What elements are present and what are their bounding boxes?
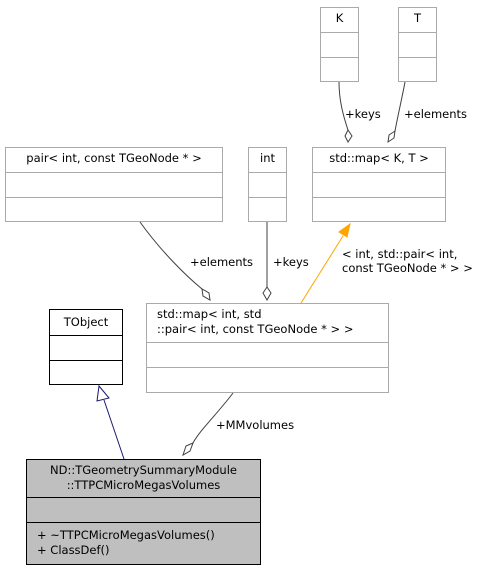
node-map-instance[interactable]: std::map< int, std ::pair< int, const TG… [146,303,389,393]
edge-inherit-tobject [96,384,125,460]
edge-mmvolumes: +MMvolumes [182,392,294,457]
node-int[interactable]: int [248,147,287,222]
node-tobject-title: TObject [63,315,109,329]
edge-int-keys: +keys [262,222,309,302]
node-k[interactable]: K [320,7,359,82]
edge-pair-elements-label: +elements [190,255,253,269]
node-main-title-line1: ND::TGeometrySummaryModule [50,463,237,477]
node-t-title: T [413,11,422,25]
node-tobject[interactable]: TObject [49,309,123,385]
edge-template-label-line1: < int, std::pair< int, [342,247,457,261]
node-main-method-classdef: + ClassDef() [37,543,110,557]
node-map-kt-title: std::map< K, T > [329,151,429,165]
node-map-kt[interactable]: std::map< K, T > [312,147,446,222]
edge-k-keys: +keys [338,81,381,143]
node-k-title: K [336,11,344,25]
node-t[interactable]: T [398,7,437,82]
node-pair[interactable]: pair< int, const TGeoNode * > [5,147,223,222]
node-main-class[interactable]: ND::TGeometrySummaryModule ::TTPCMicroMe… [26,459,261,565]
edge-t-elements: +elements [387,81,467,144]
node-pair-title: pair< int, const TGeoNode * > [26,151,201,165]
edge-int-keys-label: +keys [273,255,309,269]
node-map-instance-title-line1: std::map< int, std [157,307,262,321]
node-main-title-line2: ::TTPCMicroMegasVolumes [67,478,221,492]
edge-mmvolumes-label: +MMvolumes [216,418,294,432]
node-main-method-destructor: + ~TTPCMicroMegasVolumes() [37,528,215,542]
edge-template-label-line2: const TGeoNode * > > [342,261,473,275]
edge-pair-elements: +elements [139,221,253,301]
edge-template-instantiation: < int, std::pair< int, const TGeoNode * … [300,222,473,304]
node-map-instance-title-line2: ::pair< int, const TGeoNode * > > [157,322,353,336]
edge-k-keys-label: +keys [345,107,381,121]
edge-t-elements-label: +elements [404,107,467,121]
node-int-title: int [260,151,275,165]
